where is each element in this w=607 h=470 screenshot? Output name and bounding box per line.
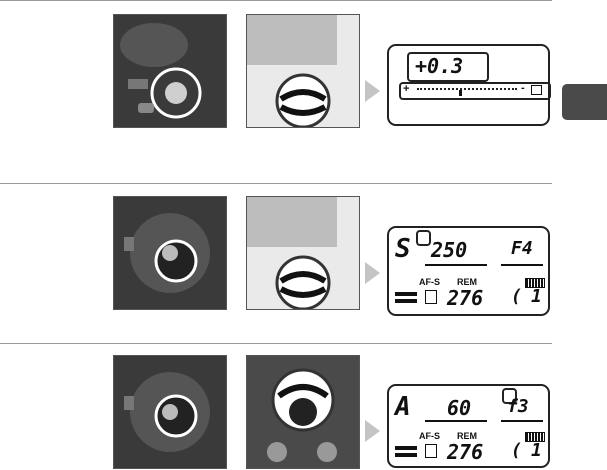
- divider-middle: [0, 183, 552, 184]
- shutter-underline: [425, 264, 487, 266]
- shutter-speed: 60: [447, 398, 471, 418]
- command-dial-photo-2: [246, 196, 360, 310]
- scale-indicator: [459, 90, 462, 96]
- arrow-right-icon: [365, 262, 380, 284]
- arrow-right-icon: [365, 420, 380, 442]
- control-panel-display-2: S 250 F4 AF-S REM 276 ( 1: [387, 226, 550, 316]
- remaining-count: 276: [447, 288, 483, 308]
- aperture-underline: [501, 264, 543, 266]
- divider-top: [0, 0, 552, 1]
- shutter-speed: 250: [431, 240, 467, 260]
- mode-letter: S: [395, 236, 411, 262]
- scale-plus: +: [403, 84, 409, 95]
- scale-ticks: [417, 88, 517, 92]
- mode-dial-photo: [113, 196, 227, 310]
- card-icon: [425, 444, 437, 458]
- bracket-open: (: [511, 442, 522, 460]
- meter-bar: [395, 446, 417, 450]
- af-mode-label: AF-S: [419, 278, 440, 287]
- mode-letter: A: [395, 394, 411, 420]
- meter-bar-2: [395, 453, 417, 457]
- sub-command-dial-photo: [246, 355, 360, 469]
- remaining-count: 276: [447, 442, 483, 462]
- mode-dial-photo-2: [113, 355, 227, 469]
- exposure-value: +0.3: [415, 56, 463, 76]
- meter-bar: [395, 292, 417, 296]
- meter-bar-2: [395, 299, 417, 303]
- lock-icon: [416, 230, 431, 246]
- bracket-value: 1: [531, 442, 542, 460]
- exposure-comp-icon: [531, 85, 542, 95]
- camera-button-photo: [113, 14, 227, 128]
- aperture-value: f3: [507, 398, 529, 416]
- bracket-value: 1: [531, 288, 542, 306]
- section-tab: [562, 84, 607, 120]
- bracket-open: (: [511, 288, 522, 306]
- command-dial-photo: [246, 14, 360, 128]
- aperture-underline: [501, 420, 543, 422]
- scale-minus: -: [521, 83, 525, 94]
- shutter-underline: [425, 420, 487, 422]
- card-icon: [425, 290, 437, 304]
- divider-bottom: [0, 343, 552, 344]
- control-panel-display: +0.3 + -: [387, 44, 550, 126]
- arrow-right-icon: [365, 80, 380, 102]
- af-mode-label: AF-S: [419, 432, 440, 441]
- control-panel-display-3: A 60 f3 AF-S REM 276 ( 1: [387, 384, 550, 468]
- aperture-value: F4: [511, 240, 533, 258]
